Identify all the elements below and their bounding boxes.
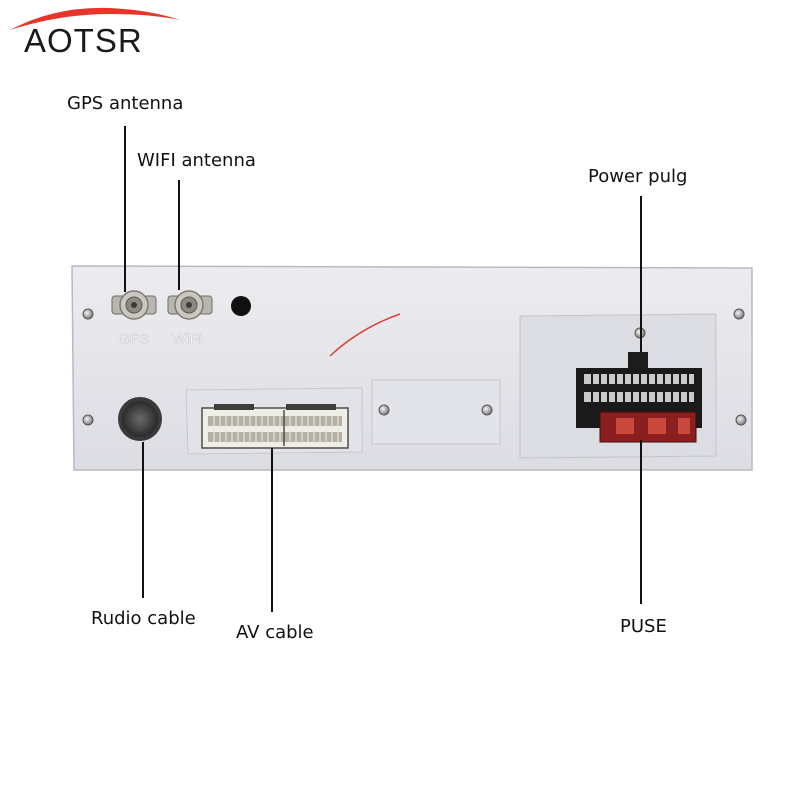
- screw-icon: [82, 414, 94, 426]
- label-power-plug: Power pulg: [588, 166, 688, 187]
- label-av-cable: AV cable: [236, 622, 314, 643]
- brand-name: AOTSR: [24, 22, 143, 59]
- label-wifi-antenna: WIFI antenna: [137, 150, 256, 171]
- label-fuse: PUSE: [620, 616, 667, 637]
- screw-icon: [378, 404, 390, 416]
- screw-icon: [481, 404, 493, 416]
- label-radio-cable: Rudio cable: [91, 608, 196, 629]
- wifi-connector: [167, 290, 213, 320]
- label-gps-antenna: GPS antenna: [67, 93, 184, 114]
- callout-lines: [124, 126, 642, 612]
- blank-plate: [371, 379, 501, 445]
- gps-port-text: GPS: [118, 331, 150, 348]
- screw-icon: [735, 414, 747, 426]
- radio-socket: [118, 397, 162, 441]
- gps-connector: [111, 290, 157, 320]
- screw-icon: [733, 308, 745, 320]
- brand-logo: AOTSR: [0, 0, 200, 70]
- fuse-block: [599, 411, 697, 443]
- marker-scribble: [329, 313, 401, 357]
- panel-hole-icon: [231, 296, 251, 316]
- wifi-port-text: WiFi: [172, 331, 202, 348]
- av-connector: [185, 387, 363, 455]
- panel-screws: [82, 308, 747, 426]
- screw-icon: [82, 308, 94, 320]
- logo-swoosh-icon: [10, 7, 180, 30]
